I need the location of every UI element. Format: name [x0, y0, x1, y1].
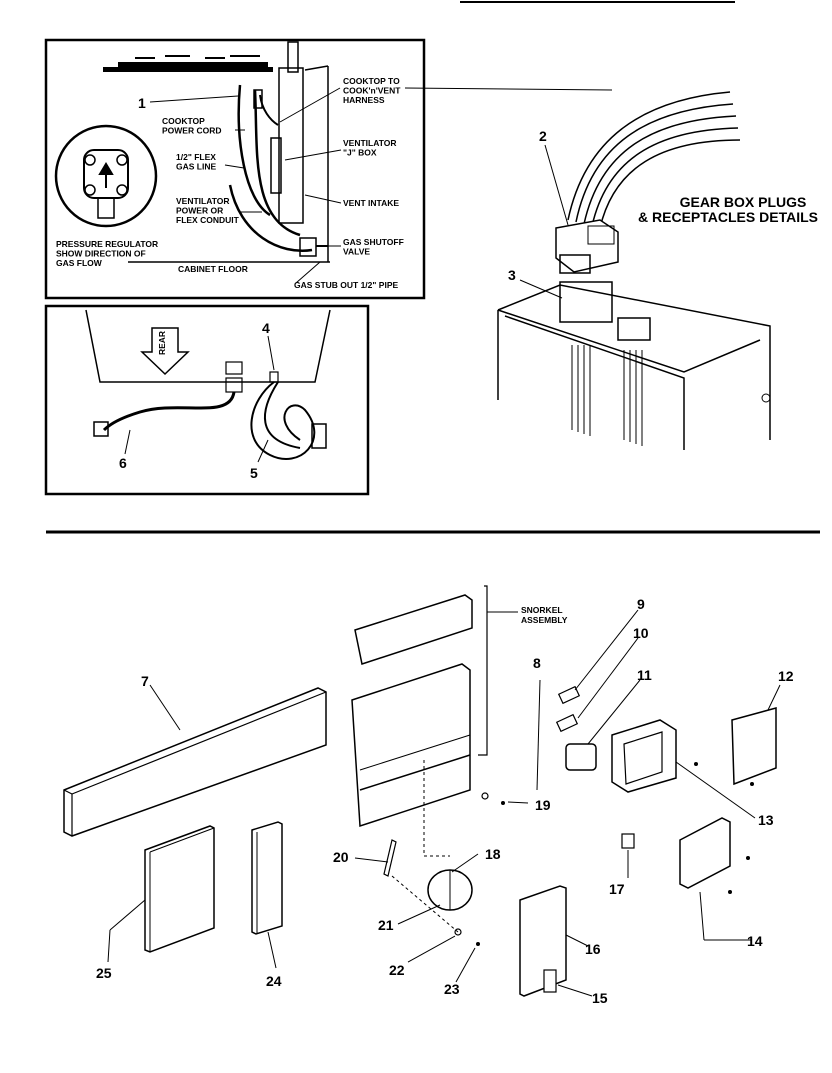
item-12-label: 12	[778, 668, 794, 684]
item-4-label: 4	[262, 320, 270, 336]
gear-box-title-1: GEAR BOX PLUGS	[680, 194, 807, 210]
item-1-label: 1	[138, 95, 146, 111]
item-2-label: 2	[539, 128, 547, 144]
item-16-label: 16	[585, 941, 601, 957]
item-21-label: 21	[378, 917, 394, 933]
item-6-label: 6	[119, 455, 127, 471]
item-8-label: 8	[533, 655, 541, 671]
harness-cable	[404, 87, 741, 229]
item-25-label: 25	[96, 965, 112, 981]
item-3-label: 3	[508, 267, 516, 283]
item-5-label: 5	[250, 465, 258, 481]
item-17-label: 17	[609, 881, 625, 897]
rear-detail-box: REAR 4 5 6	[44, 304, 370, 496]
rear-arrow-label: REAR	[157, 331, 167, 355]
ventilator-j-box-label: VENTILATOR"J" BOX	[343, 138, 397, 158]
item-9-label: 9	[637, 596, 645, 612]
item-11-label: 11	[637, 667, 652, 683]
item-14-label: 14	[747, 933, 763, 949]
gas-stub-label: GAS STUB OUT 1/2" PIPE	[294, 280, 398, 290]
vent-intake-label: VENT INTAKE	[343, 198, 399, 208]
item-10-label: 10	[633, 625, 649, 641]
item-13-label: 13	[758, 812, 774, 828]
item-23-label: 23	[444, 981, 460, 997]
gear-box-detail: 2 3 GEAR BOX PLUGS & RECEPTACLES DETAILS	[497, 128, 818, 450]
item-20-label: 20	[333, 849, 349, 865]
gear-box-title-2: & RECEPTACLES DETAILS	[638, 209, 818, 225]
cabinet-floor-label: CABINET FLOOR	[178, 264, 248, 274]
item-15-label: 15	[592, 990, 608, 1006]
item-22-label: 22	[389, 962, 405, 978]
item-19-label: 19	[535, 797, 551, 813]
item-18-label: 18	[485, 846, 501, 862]
item-24-label: 24	[266, 973, 282, 989]
item-7-label: 7	[141, 673, 149, 689]
